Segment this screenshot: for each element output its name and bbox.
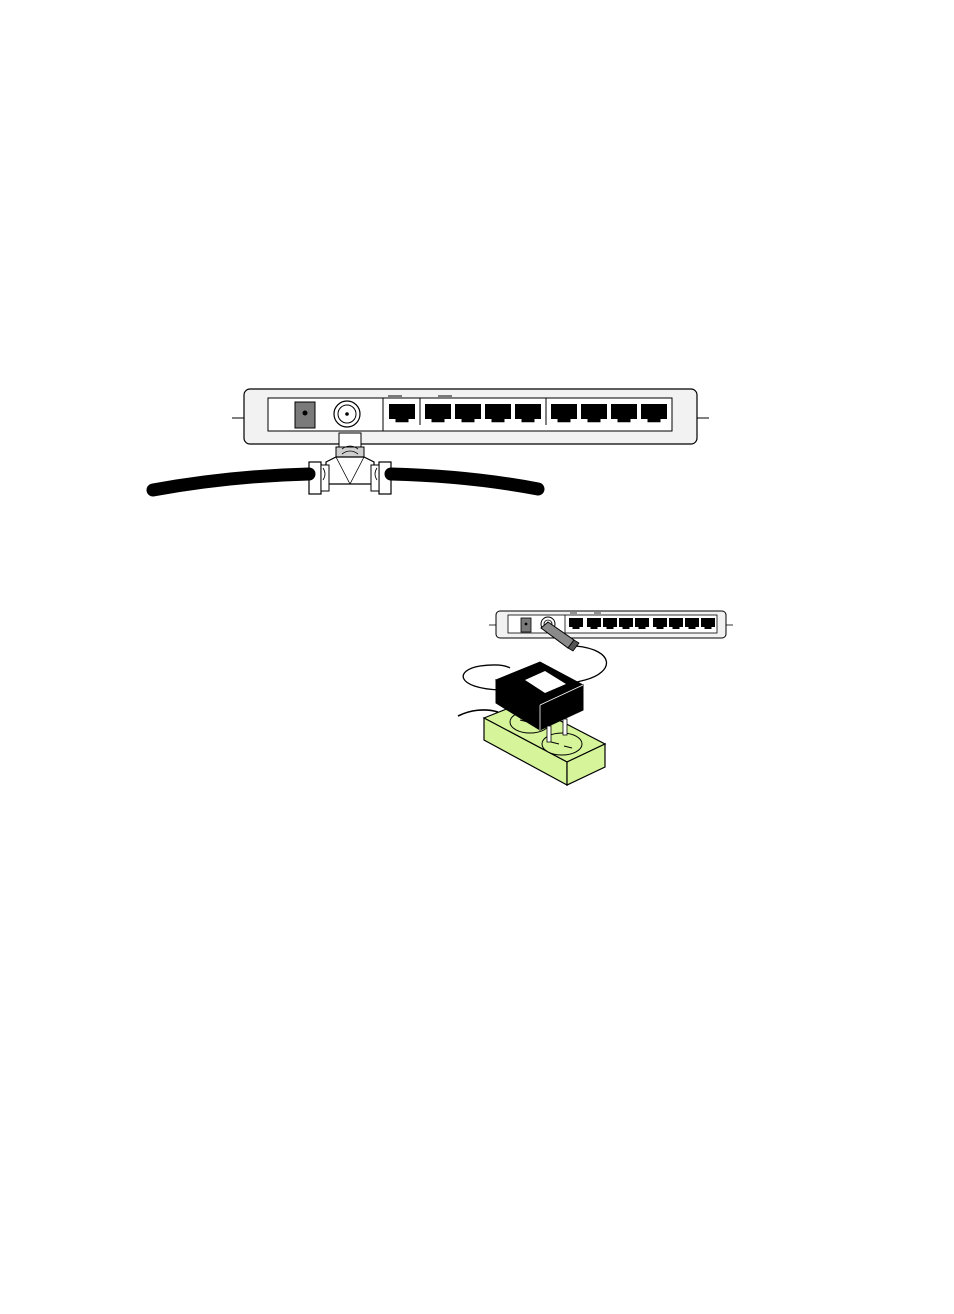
figure-1 <box>153 389 709 494</box>
bnc-connector <box>334 401 360 427</box>
dc-power-jack <box>295 402 315 428</box>
figure-2 <box>458 611 733 785</box>
coax-cable-left <box>153 474 309 490</box>
dc-power-jack-small <box>521 618 531 632</box>
rj45-port-row-small <box>569 618 715 629</box>
coax-cable-right <box>391 474 538 489</box>
